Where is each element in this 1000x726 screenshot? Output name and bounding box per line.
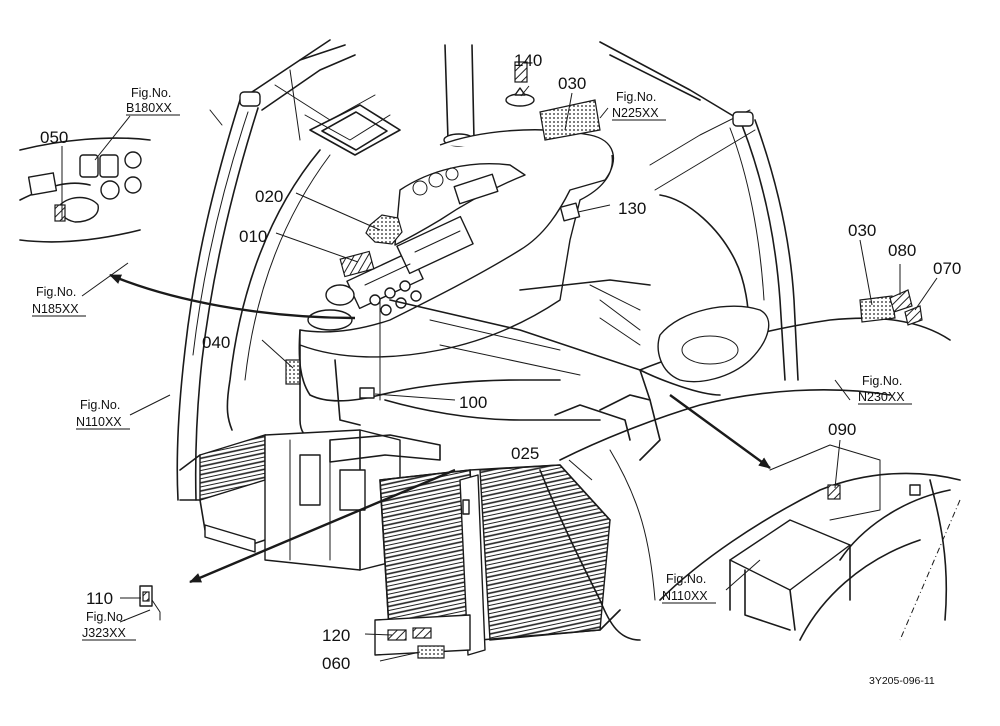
- figure-references: Fig.No. B180XX Fig.No. N225XX Fig.No. N1…: [32, 86, 912, 641]
- fig-ref-n225xx[interactable]: Fig.No. N225XX: [612, 90, 666, 121]
- part-label-010: 010: [239, 227, 267, 246]
- part-label-130: 130: [618, 199, 646, 218]
- svg-text:Fig.No.: Fig.No.: [862, 374, 902, 388]
- svg-text:Fig.No.: Fig.No.: [36, 285, 76, 299]
- part-label-030-right: 030: [848, 221, 876, 240]
- svg-text:Fig.No.: Fig.No.: [616, 90, 656, 104]
- drawing-code: 3Y205-096-11: [869, 675, 935, 687]
- part-label-090: 090: [828, 420, 856, 439]
- svg-text:Fig.No.: Fig.No.: [131, 86, 171, 100]
- part-label-110: 110: [86, 589, 113, 608]
- part-label-025: 025: [511, 444, 539, 463]
- part-label-120: 120: [322, 626, 350, 645]
- part-label-050: 050: [40, 128, 68, 147]
- svg-text:N230XX: N230XX: [858, 390, 905, 404]
- cab-frame: [176, 39, 799, 501]
- fig-ref-n185xx[interactable]: Fig.No. N185XX: [32, 285, 86, 317]
- fig-ref-n230xx[interactable]: Fig.No. N230XX: [858, 374, 912, 405]
- svg-text:Fig.No.: Fig.No.: [666, 572, 706, 586]
- part-label-060: 060: [322, 654, 350, 673]
- part-label-070: 070: [933, 259, 961, 278]
- svg-text:N185XX: N185XX: [32, 302, 79, 316]
- fig-ref-n110xx-left[interactable]: Fig.No. N110XX: [76, 398, 130, 430]
- part-label-080: 080: [888, 241, 916, 260]
- part-label-140: 140: [514, 51, 542, 70]
- instrument-console: [285, 129, 615, 441]
- svg-text:Fig.No.: Fig.No.: [80, 398, 120, 412]
- part-label-030-upper: 030: [558, 74, 586, 93]
- leader-lines: [61, 85, 938, 662]
- svg-text:Fig.No.: Fig.No.: [86, 610, 126, 624]
- part-number-labels: 140 030 050 020 010 130 030 080 070 040 …: [40, 51, 961, 673]
- callout-arrows: [109, 273, 771, 584]
- cab-floor: [19, 137, 961, 659]
- svg-text:B180XX: B180XX: [126, 101, 173, 115]
- svg-text:N110XX: N110XX: [662, 589, 708, 603]
- svg-text:J323XX: J323XX: [82, 626, 126, 640]
- part-label-100: 100: [459, 393, 487, 412]
- part-label-040: 040: [202, 333, 230, 352]
- upper-sticker-assembly: [505, 61, 601, 222]
- svg-text:N225XX: N225XX: [612, 106, 659, 120]
- fig-ref-b180xx[interactable]: Fig.No. B180XX: [126, 86, 180, 116]
- fig-ref-j323xx[interactable]: Fig.No. J323XX: [82, 610, 136, 641]
- part-label-020: 020: [255, 187, 283, 206]
- fig-ref-n110xx-right[interactable]: Fig.No. N110XX: [662, 572, 716, 604]
- svg-text:N110XX: N110XX: [76, 415, 122, 429]
